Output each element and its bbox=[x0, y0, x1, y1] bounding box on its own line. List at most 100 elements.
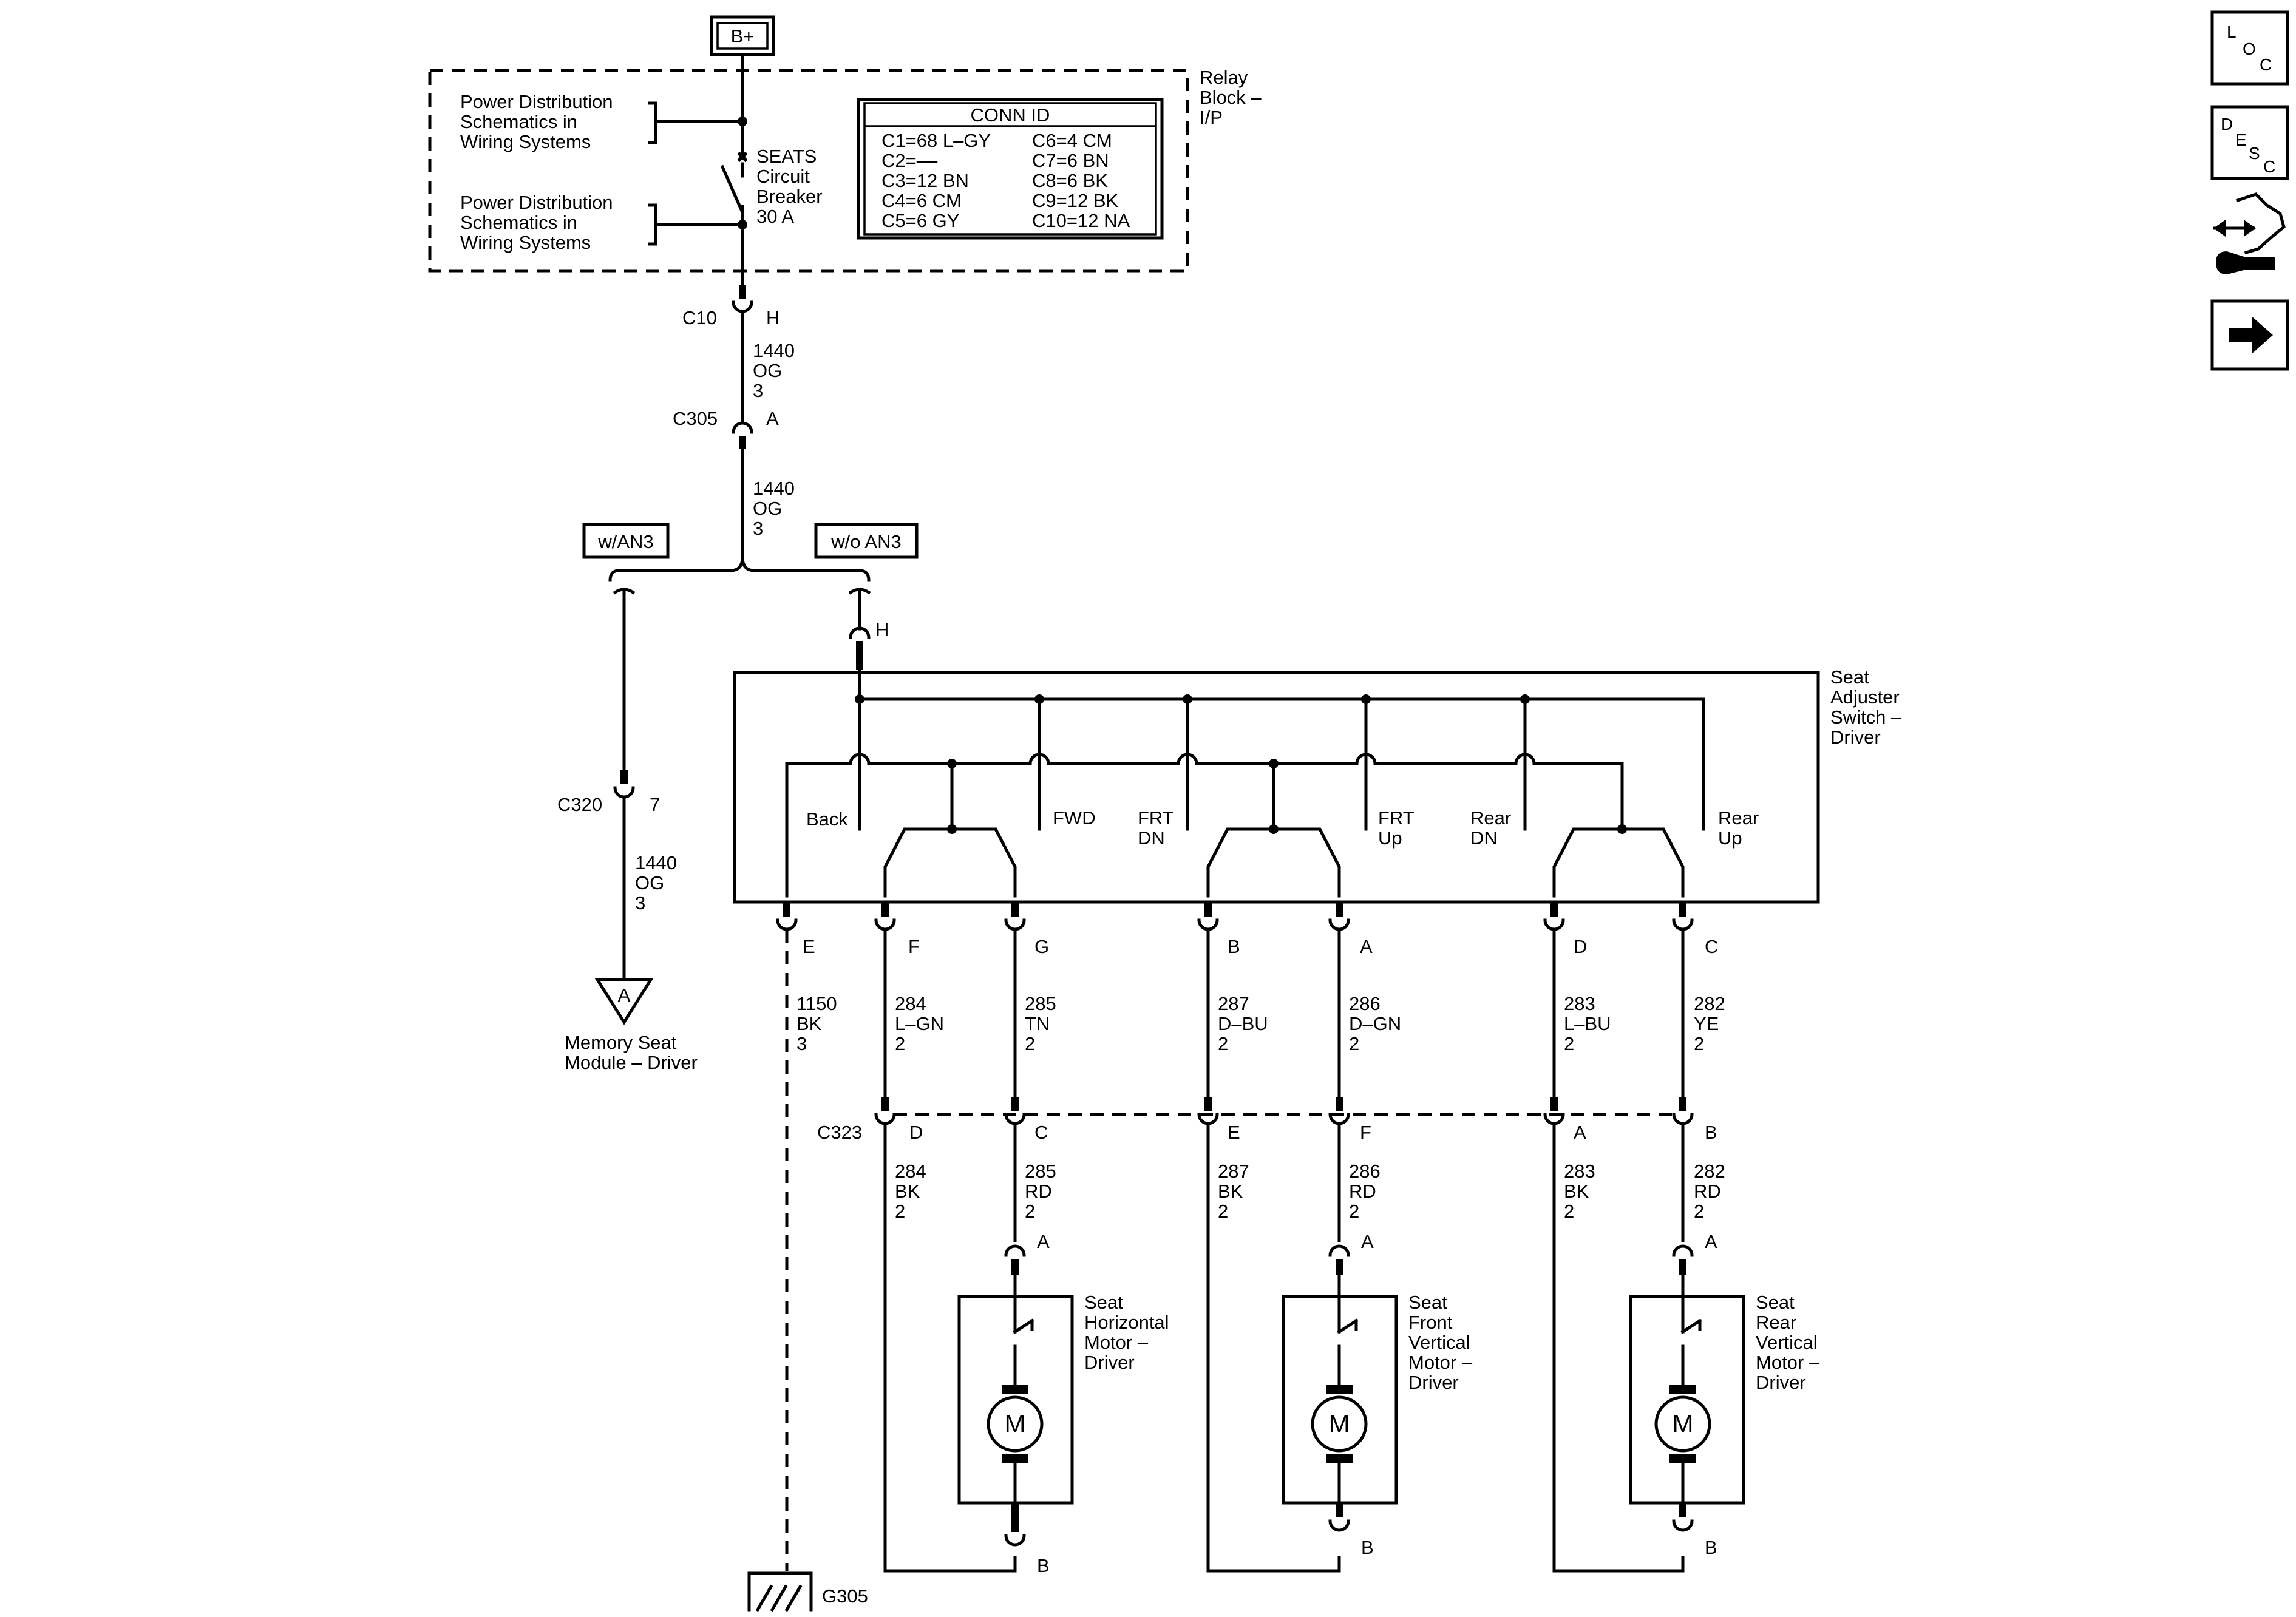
c323-pin-b: B bbox=[1705, 1122, 1717, 1143]
nav-loc-button[interactable]: L O C bbox=[2210, 10, 2289, 86]
motor-wires: 284 BK 2 285 RD 2 287 BK 2 286 RD 2 283 … bbox=[883, 1122, 1730, 1573]
svg-text:C: C bbox=[2260, 55, 2272, 74]
c323-pin-a: A bbox=[1574, 1122, 1586, 1143]
motor-1-pin-a: A bbox=[1037, 1231, 1050, 1252]
memory-module-label: Memory Seat Module – Driver bbox=[565, 1032, 698, 1073]
connector-c320-label: C320 bbox=[557, 794, 602, 815]
conn-id-left-column: C1=68 L–GY C2=–– C3=12 BN C4=6 CM C5=6 G… bbox=[881, 130, 996, 231]
wire-1440-label-a: 1440 OG 3 bbox=[753, 340, 800, 401]
motor-3-symbol: M bbox=[1673, 1409, 1694, 1438]
switch-position-fwd: FWD bbox=[1053, 807, 1096, 829]
motor-1-label: Seat Horizontal Motor – Driver bbox=[1084, 1292, 1174, 1373]
c323-pin-d: D bbox=[909, 1122, 923, 1143]
switch-position-frt-up: FRT Up bbox=[1378, 807, 1419, 849]
breaker-contact bbox=[720, 164, 745, 215]
switch-h-pin: H bbox=[875, 619, 889, 640]
motor-symbol bbox=[1654, 1395, 1711, 1453]
ground-label: G305 bbox=[822, 1585, 868, 1607]
motor-wire-label-e: 287 BK 2 bbox=[1218, 1161, 1254, 1222]
motor-wire-label-f: 286 RD 2 bbox=[1349, 1161, 1385, 1222]
wire-label-c: 282 YE 2 bbox=[1694, 993, 1730, 1054]
wire-1440-label-c: 1440 OG 3 bbox=[635, 852, 682, 914]
motor-3-pin-a: A bbox=[1705, 1231, 1717, 1252]
svg-text:C: C bbox=[2263, 157, 2275, 176]
motor-symbol bbox=[1311, 1395, 1368, 1453]
connector-c10-label: C10 bbox=[682, 307, 717, 328]
motor-1-pin-b: B bbox=[1037, 1555, 1050, 1576]
switch-position-frt-dn: FRT DN bbox=[1138, 807, 1179, 849]
connector-c320-pin: 7 bbox=[650, 794, 660, 815]
motor-wire-label-b: 282 RD 2 bbox=[1694, 1161, 1730, 1222]
nav-desc-button[interactable]: D E S C bbox=[2210, 105, 2289, 180]
switch-pin-g: G bbox=[1034, 936, 1049, 957]
switch-pin-a: A bbox=[1360, 936, 1373, 957]
c323-pin-f: F bbox=[1360, 1122, 1371, 1143]
seat-rear-vertical-motor: A M B Seat Rear Vertical Motor – Driver bbox=[1629, 1231, 1825, 1558]
wire-label-f: 284 L–GN 2 bbox=[895, 993, 949, 1054]
motor-3-label: Seat Rear Vertical Motor – Driver bbox=[1756, 1292, 1825, 1393]
wire-1440-label-b: 1440 OG 3 bbox=[753, 478, 800, 539]
switch-output-pins: E F G B A D C bbox=[776, 902, 1718, 957]
option-without-an3: w/o AN3 bbox=[830, 531, 901, 552]
connector-repair-icon[interactable] bbox=[2213, 192, 2286, 274]
svg-text:L: L bbox=[2227, 22, 2237, 41]
ground-g305: G305 bbox=[747, 1571, 868, 1612]
motor-wire-label-a: 283 BK 2 bbox=[1564, 1161, 1600, 1222]
power-distribution-ref-1: Power Distribution Schematics in Wiring … bbox=[460, 91, 618, 152]
wire-label-a: 286 D–GN 2 bbox=[1349, 993, 1407, 1054]
motor-wire-label-c: 285 RD 2 bbox=[1025, 1161, 1061, 1222]
switch-pin-d: D bbox=[1574, 936, 1587, 957]
motor-wire-label-d: 284 BK 2 bbox=[895, 1161, 931, 1222]
motor-2-pin-a: A bbox=[1361, 1231, 1374, 1252]
motor-2-symbol: M bbox=[1329, 1409, 1350, 1438]
switch-position-rear-up: Rear Up bbox=[1718, 807, 1764, 849]
power-distribution-ref-2: Power Distribution Schematics in Wiring … bbox=[460, 192, 618, 253]
switch-pin-c: C bbox=[1705, 936, 1718, 957]
seat-front-vertical-motor: A M B Seat Front Vertical Motor – Driver bbox=[1282, 1231, 1478, 1558]
switch-position-rear-dn: Rear DN bbox=[1470, 807, 1517, 849]
switch-label: Seat Adjuster Switch – Driver bbox=[1830, 666, 1907, 748]
motor-symbol bbox=[987, 1395, 1044, 1453]
motor-1-symbol: M bbox=[1005, 1409, 1026, 1438]
connector-c323: C323 D C E F A B bbox=[817, 1097, 1717, 1143]
connector-c305-symbol bbox=[732, 421, 753, 434]
connector-c323-label: C323 bbox=[817, 1122, 862, 1143]
motor-2-label: Seat Front Vertical Motor – Driver bbox=[1408, 1292, 1478, 1393]
seat-adjuster-switch: Seat Adjuster Switch – Driver bbox=[733, 666, 1907, 904]
battery-positive-box: B+ bbox=[710, 15, 775, 56]
memory-module-ref: A bbox=[618, 985, 631, 1006]
switch-pin-e: E bbox=[803, 936, 815, 957]
option-split: w/AN3 w/o AN3 bbox=[582, 523, 919, 582]
motor-3-pin-b: B bbox=[1705, 1537, 1717, 1558]
relay-block: Relay Block – I/P ✖ SEATS Circuit Breake… bbox=[428, 53, 1266, 287]
breaker-label: SEATS Circuit Breaker 30 A bbox=[756, 146, 827, 227]
wire-label-b: 287 D–BU 2 bbox=[1218, 993, 1273, 1054]
next-arrow-icon[interactable] bbox=[2210, 299, 2289, 371]
conn-id-table: CONN ID C1=68 L–GY C2=–– C3=12 BN C4=6 C… bbox=[857, 98, 1164, 240]
c323-pin-e: E bbox=[1228, 1122, 1240, 1143]
c323-pin-c: C bbox=[1034, 1122, 1048, 1143]
connector-c305-label: C305 bbox=[673, 408, 718, 429]
svg-text:O: O bbox=[2243, 39, 2256, 58]
option-with-an3: w/AN3 bbox=[597, 531, 653, 552]
relay-block-label: Relay Block – I/P bbox=[1200, 67, 1266, 128]
seat-horizontal-motor: A M B Seat Horizontal Motor – Driver bbox=[957, 1231, 1174, 1576]
connector-c10-pin: H bbox=[766, 307, 779, 328]
wire-label-d: 283 L–BU 2 bbox=[1564, 993, 1616, 1054]
connector-c305-pin: A bbox=[766, 408, 779, 429]
battery-positive-label: B+ bbox=[731, 25, 755, 47]
conn-id-title: CONN ID bbox=[971, 104, 1050, 126]
connector-switch-h-symbol bbox=[849, 626, 871, 639]
memory-module-reference-triangle bbox=[594, 978, 654, 1025]
svg-text:S: S bbox=[2249, 144, 2260, 163]
svg-text:E: E bbox=[2235, 131, 2247, 149]
switch-position-back: Back bbox=[806, 808, 848, 830]
conn-id-right-column: C6=4 CM C7=6 BN C8=6 BK C9=12 BK C10=12 … bbox=[1032, 130, 1130, 231]
switch-pin-b: B bbox=[1228, 936, 1240, 957]
wire-label-e: 1150 BK 3 bbox=[796, 993, 842, 1054]
switch-wires: 1150 BK 3 284 L–GN 2 285 TN 2 287 D–BU 2… bbox=[796, 927, 1730, 1099]
motor-2-pin-b: B bbox=[1361, 1537, 1374, 1558]
wire-label-g: 285 TN 2 bbox=[1025, 993, 1061, 1054]
svg-text:D: D bbox=[2221, 115, 2233, 134]
